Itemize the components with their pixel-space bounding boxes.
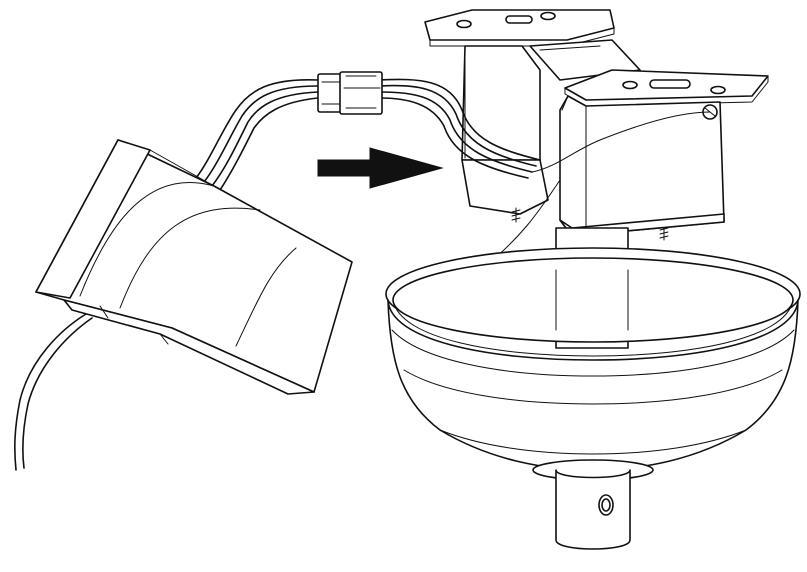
downrod-icon [555, 469, 631, 550]
mounting-bracket-icon [424, 9, 769, 241]
arrow-right-icon [317, 147, 444, 189]
wire-bundle [14, 78, 711, 471]
canopy-icon [385, 227, 801, 481]
receiver-module-icon [35, 139, 353, 395]
wire-connector-icon [317, 71, 383, 115]
